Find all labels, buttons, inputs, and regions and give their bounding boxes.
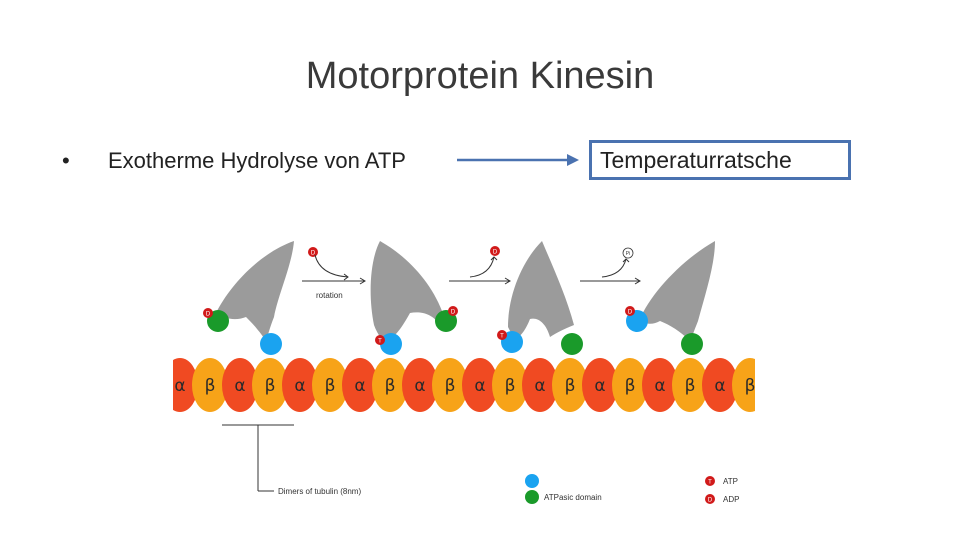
svg-text:D: D — [451, 310, 456, 316]
svg-text:D: D — [311, 251, 316, 257]
svg-text:D: D — [493, 250, 498, 256]
beta-tubulin: β — [732, 358, 756, 412]
adp-marker: D — [308, 247, 318, 257]
beta-tubulin: β — [612, 358, 648, 412]
green-domain — [561, 333, 583, 355]
tubulin-caption: Dimers of tubulin (8nm) — [278, 487, 361, 496]
slide-title: Motorprotein Kinesin — [305, 55, 655, 97]
legend: ATPasic domain T ATP D ADP — [525, 474, 739, 504]
adp-marker: D — [490, 246, 500, 256]
result-box: Temperaturratsche — [589, 140, 851, 180]
kinesin-head-4 — [640, 241, 715, 341]
legend-green-swatch — [525, 490, 539, 504]
svg-text:α: α — [474, 376, 485, 396]
svg-text:α: α — [174, 376, 185, 396]
legend-adp-label: ADP — [723, 495, 739, 504]
legend-adp-swatch: D — [705, 494, 715, 504]
adp-marker: D — [203, 308, 213, 318]
legend-atp-label: ATP — [723, 477, 738, 486]
svg-text:α: α — [354, 376, 365, 396]
kinesin-head-3 — [508, 241, 574, 339]
svg-text:α: α — [414, 376, 425, 396]
svg-text:β: β — [385, 376, 396, 396]
svg-text:β: β — [565, 376, 576, 396]
svg-text:β: β — [325, 376, 336, 396]
svg-text:D: D — [628, 310, 633, 316]
kinesin-head-1 — [216, 241, 294, 341]
svg-text:α: α — [534, 376, 545, 396]
kinesin-head-2 — [370, 241, 445, 343]
alpha-tubulin: α — [462, 358, 498, 412]
alpha-tubulin: α — [582, 358, 618, 412]
svg-text:β: β — [625, 376, 636, 396]
svg-text:β: β — [745, 376, 756, 396]
alpha-tubulin: α — [342, 358, 378, 412]
legend-atpase-label: ATPasic domain — [544, 493, 602, 502]
alpha-tubulin: α — [702, 358, 738, 412]
step-arrow-1 — [302, 254, 366, 285]
right-arrow-icon — [457, 154, 579, 166]
svg-text:β: β — [265, 376, 276, 396]
alpha-tubulin: α — [173, 358, 198, 412]
tubulin-bracket — [222, 424, 294, 492]
adp-marker: D — [448, 306, 458, 316]
alpha-tubulin: α — [402, 358, 438, 412]
beta-tubulin: β — [192, 358, 228, 412]
svg-text:β: β — [205, 376, 216, 396]
beta-tubulin: β — [372, 358, 408, 412]
beta-tubulin: β — [252, 358, 288, 412]
blue-domain — [380, 333, 402, 355]
step-arrow-2 — [449, 256, 511, 285]
svg-text:α: α — [294, 376, 305, 396]
alpha-tubulin: α — [522, 358, 558, 412]
svg-text:T: T — [708, 480, 712, 486]
svg-text:Pi: Pi — [626, 251, 630, 257]
phosphate-marker: Pi — [622, 247, 634, 259]
svg-text:α: α — [654, 376, 665, 396]
beta-tubulin: β — [492, 358, 528, 412]
svg-text:β: β — [685, 376, 696, 396]
svg-text:α: α — [594, 376, 605, 396]
beta-tubulin: β — [552, 358, 588, 412]
svg-text:D: D — [206, 312, 211, 318]
beta-tubulin: β — [672, 358, 708, 412]
bullet-symbol: • — [62, 148, 70, 173]
bullet-text: Exotherme Hydrolyse von ATP — [108, 148, 406, 173]
legend-atp-swatch: T — [705, 476, 715, 486]
legend-blue-swatch — [525, 474, 539, 488]
green-domain — [681, 333, 703, 355]
beta-tubulin: β — [312, 358, 348, 412]
step-arrow-3 — [580, 258, 641, 285]
beta-tubulin: β — [432, 358, 468, 412]
svg-text:D: D — [708, 498, 713, 504]
atp-marker: T — [497, 330, 507, 340]
svg-text:α: α — [714, 376, 725, 396]
green-domain — [207, 310, 229, 332]
svg-text:α: α — [234, 376, 245, 396]
blue-domain — [260, 333, 282, 355]
rotation-label: rotation — [316, 291, 343, 300]
alpha-tubulin: α — [642, 358, 678, 412]
svg-text:T: T — [500, 334, 504, 340]
alpha-tubulin: α — [282, 358, 318, 412]
alpha-tubulin: α — [222, 358, 258, 412]
svg-text:T: T — [378, 339, 382, 345]
svg-text:β: β — [505, 376, 516, 396]
atp-marker: T — [375, 335, 385, 345]
adp-marker: D — [625, 306, 635, 316]
svg-text:β: β — [445, 376, 456, 396]
